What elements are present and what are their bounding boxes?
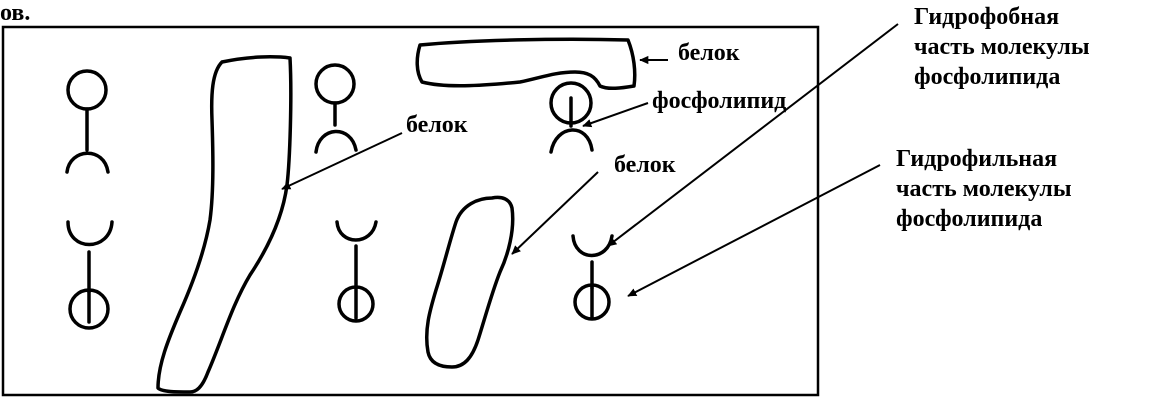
label-hydrophilic-line-3: фосфолипида [896, 206, 1043, 232]
arrow-protein-left [281, 132, 403, 190]
label-protein-top: белок [678, 40, 740, 66]
arrow-hydrophobic [607, 23, 899, 247]
phospholipid-bottom-3 [571, 234, 614, 321]
arrow-phospholipid [582, 102, 649, 128]
hydrophobic-tail [66, 220, 114, 294]
hydrophobic-tail [65, 107, 110, 174]
label-protein-right: белок [614, 152, 676, 178]
label-protein-left: белок [406, 112, 468, 138]
protein-top-horizontal [415, 37, 637, 91]
label-hydrophilic-line-1: Гидрофильная [896, 146, 1058, 172]
label-phospholipid: фосфолипид [652, 88, 787, 114]
header-fragment: ов. [0, 0, 31, 26]
label-hydrophobic: Гидрофобная часть молекулы фосфолипида [914, 2, 1090, 92]
hydrophilic-head [314, 63, 356, 105]
hydrophobic-tail [314, 101, 358, 154]
label-hydrophilic: Гидрофильная часть молекулы фосфолипида [896, 144, 1072, 234]
phospholipid-bottom-1 [66, 220, 114, 330]
hydrophobic-tail [335, 220, 378, 290]
phospholipid-top-3 [549, 81, 594, 154]
phospholipid-top-1 [65, 69, 110, 174]
hydrophobic-tail [549, 96, 594, 154]
phospholipid-top-2 [314, 63, 358, 154]
label-hydrophobic-line-1: Гидрофобная [914, 4, 1060, 30]
hydrophilic-head [66, 69, 108, 111]
diagram-frame [1, 25, 820, 397]
label-hydrophobic-line-2: часть молекулы [914, 34, 1090, 60]
arrow-protein-right [511, 171, 599, 255]
arrow-hydrophilic [627, 164, 881, 297]
protein-right-transmembrane [424, 195, 515, 369]
protein-left-transmembrane [156, 55, 293, 394]
phospholipid-bottom-2 [335, 220, 378, 323]
hydrophobic-tail [571, 234, 614, 290]
label-hydrophilic-line-2: часть молекулы [896, 176, 1072, 202]
label-hydrophobic-line-3: фосфолипида [914, 64, 1061, 90]
hydrophilic-head [68, 288, 110, 330]
